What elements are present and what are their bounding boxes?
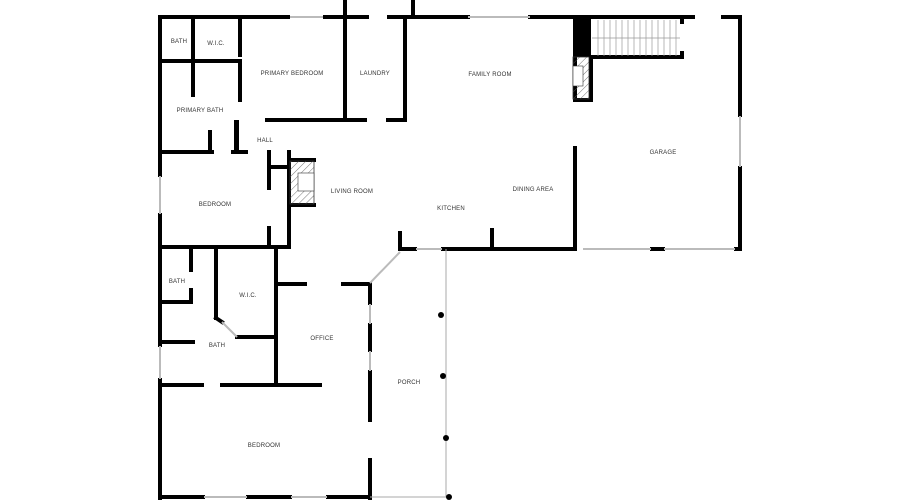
room-label-kitchen: KITCHEN [437, 206, 465, 212]
room-label-bath-1: BATH [170, 39, 188, 45]
room-label-primary-bath: PRIMARY BATH [176, 108, 224, 114]
room-label-wic-1: W.I.C. [207, 41, 225, 47]
room-label-hall: HALL [257, 138, 273, 144]
room-label-laundry: LAUNDRY [360, 71, 390, 77]
room-label-living-room: LIVING ROOM [330, 189, 374, 195]
room-label-bedroom-1: BEDROOM [198, 202, 232, 208]
room-label-porch: PORCH [397, 380, 421, 386]
porch-columns [438, 312, 452, 500]
room-label-bath-2: BATH [168, 279, 186, 285]
room-label-primary-bedroom: PRIMARY BEDROOM [260, 71, 324, 77]
porch-outline [370, 249, 447, 498]
stairs [592, 20, 680, 56]
windows [159, 16, 741, 498]
room-label-bath-3: BATH [208, 343, 226, 349]
walls [158, 0, 742, 500]
room-label-wic-2: W.I.C. [239, 293, 257, 299]
room-label-bedroom-2: BEDROOM [247, 443, 281, 449]
room-label-dining-area: DINING AREA [512, 187, 554, 193]
fireplace-family [572, 56, 590, 100]
room-label-office: OFFICE [310, 336, 334, 342]
fireplace-living [289, 160, 315, 205]
room-label-family-room: FAMILY ROOM [468, 72, 512, 78]
room-label-garage: GARAGE [649, 150, 677, 156]
